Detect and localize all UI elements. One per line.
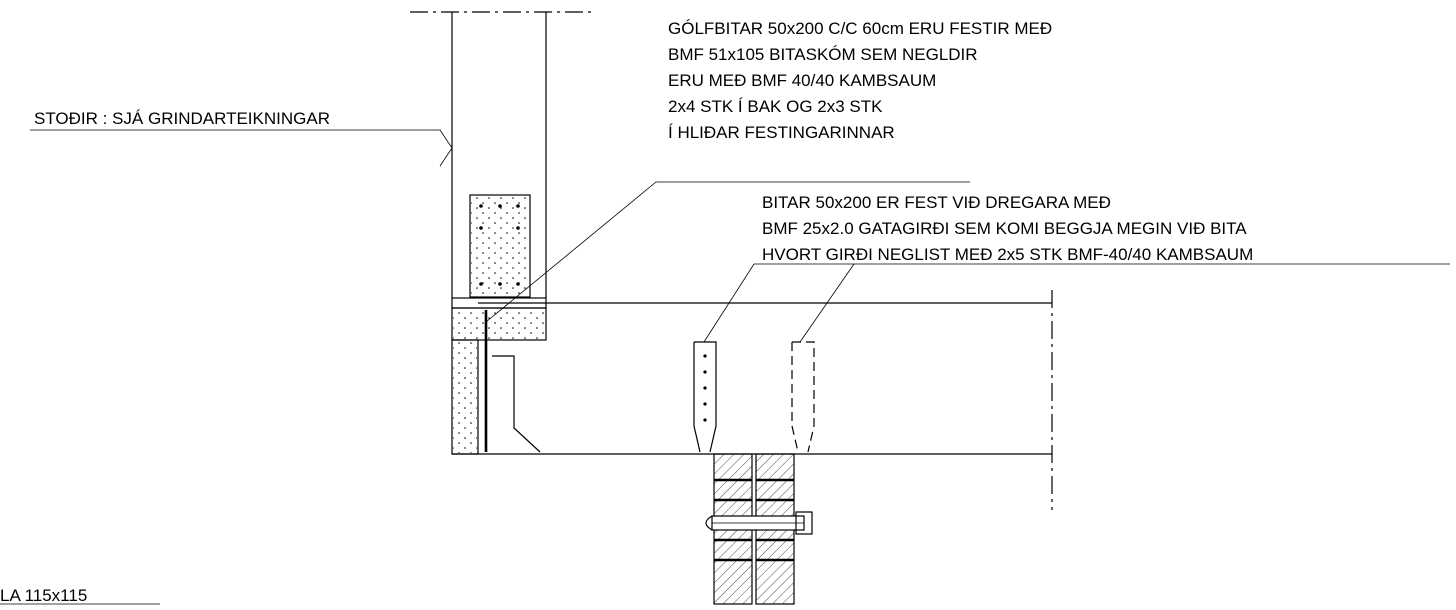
note-line-4: 2x4 STK Í BAK OG 2x3 STK [668,97,883,116]
perforated-strap-right [791,341,815,453]
note-joist-hanger: GÓLFBITAR 50x200 C/C 60cm ERU FESTIR MEÐ… [668,19,1052,142]
note-line-1: GÓLFBITAR 50x200 C/C 60cm ERU FESTIR MEÐ [668,19,1052,38]
sole-plate [451,297,547,455]
perforated-strap-left [693,341,717,453]
note-line-5: Í HLIÐAR FESTINGARINNAR [668,123,895,142]
note-column: LA 115x115 [0,586,87,605]
note-line-3: HVORT GIRÐI NEGLIST MEÐ 2x5 STK BMF-40/4… [762,245,1253,264]
bolt [705,511,813,535]
note-beam-strap: BITAR 50x200 ER FEST VIÐ DREGARA MEÐ BMF… [762,193,1253,264]
note-line-1: BITAR 50x200 ER FEST VIÐ DREGARA MEÐ [762,193,1111,212]
note-line-3: ERU MEÐ BMF 40/40 KAMBSAUM [668,71,936,90]
note-studs: STOÐIR : SJÁ GRINDARTEIKNINGAR [34,109,330,128]
leader-lines [0,129,1450,605]
note-line-2: BMF 25x2.0 GATAGIRÐI SEM KOMI BEGGJA MEG… [762,219,1247,238]
joist-hanger-plate [469,194,531,298]
stud-wall [410,11,596,298]
hanger-leg [484,310,541,453]
note-line-2: BMF 51x105 BITASKÓM SEM NEGLDIR [668,45,978,64]
